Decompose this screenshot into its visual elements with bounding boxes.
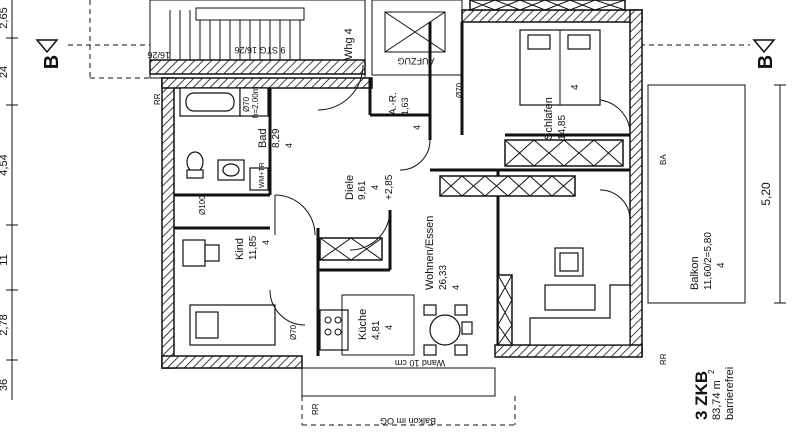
rr-left: RR [153,93,162,105]
summary-note: barrierefrei [724,367,736,420]
dim-left-3: 11 [0,254,10,265]
wm-label: WM+TR [259,162,266,188]
room-balkon: Balkon 11,60/2=5,80 4 [689,232,727,290]
section-letter-left: B [41,55,63,69]
summary-area-sup: 2 [707,369,716,374]
kids-desk [182,239,220,267]
section-letter-right: B [755,55,777,69]
wardrobe-diele [319,237,383,261]
summary-type: 3 ZKB [692,371,711,420]
room-kueche: Küche 4,81 4 Ø70 [289,309,394,340]
apartment-summary: 3 ZKB 83,74 m 2 barrierefrei [692,367,736,420]
room-bad-index: 4 [284,143,294,148]
doors [269,64,631,326]
room-ar-index: 4 [412,125,422,130]
dining-table [423,304,473,356]
room-kind-dim: Ø100 [198,195,207,215]
bottom-bay: Balkon im OG Wand 10 cm RR [301,358,516,426]
dim-left-5: 36 [0,379,10,391]
room-ar-area: 1,63 [400,97,410,115]
room-diele-index: 4 [370,185,380,190]
room-kind-area: 11,85 [248,235,259,260]
room-schlafen-index: 4 [570,84,581,90]
room-ar-name: A.-R. [388,92,399,115]
room-ar: A.-R. 1,63 4 Ø70 [388,82,464,130]
room-balkon-area: 11,60/2=5,80 [703,232,714,290]
kitchen [319,294,415,356]
ba-label: BA [659,154,668,165]
room-wohnen: Wohnen/Essen 26,33 4 [424,216,461,290]
armchair [554,247,584,277]
double-bed [519,29,601,106]
room-diele-area: 9,61 [357,180,368,200]
room-balkon-index: 4 [716,262,727,268]
wall-label: Wand 10 cm [395,358,445,368]
room-bad: Bad 8,29 4 [257,128,294,148]
room-ar-dim: Ø70 [455,82,464,98]
rr-bottom: RR [311,403,320,415]
apartment-label: Whg 4 [343,28,355,60]
room-wohnen-name: Wohnen/Essen [424,216,436,290]
dim-left-0: 2,65 [0,7,10,28]
room-bad-area: 8,29 [271,128,282,148]
wardrobe-schlafen [504,139,624,167]
balkon-og-label: Balkon im OG [380,416,436,426]
room-wohnen-index: 4 [451,285,461,290]
stairwell: 9 STG 16/26 16/26 Whg 4 [89,0,366,79]
stairs-label-2: 16/26 [147,50,170,60]
kitchen-counter [497,274,513,346]
room-kind: Kind 11,85 4 Ø100 [198,195,271,260]
shower-height: h=2,00m [251,86,260,118]
elevator-label: AUFZUG [398,56,435,66]
toilet [186,151,204,179]
outer-walls [161,9,643,369]
balcony-right: 5,20 [647,84,786,304]
room-schlafen-area: 14,85 [557,115,568,140]
washing-machine: WM+TR [249,162,269,191]
room-schlafen: Schlafen 14,85 4 [543,84,581,140]
room-diele: Diele 9,61 4 +2,85 [344,174,395,200]
dim-left-1: 24 [0,66,10,78]
room-diele-level: +2,85 [384,174,395,200]
room-bad-name: Bad [257,128,269,148]
shower: Ø70 h=2,00m [239,86,269,118]
elevator: AUFZUG [371,0,463,76]
bathtub [179,87,241,117]
room-kind-index: 4 [261,240,271,245]
room-schlafen-name: Schlafen [543,97,555,140]
dim-left-2: 4,54 [0,154,10,175]
room-wohnen-area: 26,33 [438,265,449,290]
wardrobe-wohnen [439,175,576,197]
dim-left-4: 2,78 [0,314,10,335]
dim-right-0: 5,20 [759,182,773,206]
summary-area: 83,74 m [711,380,723,420]
sofa [529,284,631,346]
wardrobe-top [469,0,626,11]
room-diele-name: Diele [344,175,356,200]
section-marker-left: B [35,39,150,69]
rr-right: RR [659,353,668,365]
kids-bed [189,304,276,346]
left-dimension-chain: 2,65 24 4,54 11 2,78 36 [0,0,18,400]
room-kind-name: Kind [234,238,246,260]
stairs-label: 9 STG 16/26 [234,45,285,55]
interior-walls [174,22,630,356]
room-kueche-index: 4 [384,325,394,330]
section-marker-right: B [640,39,777,69]
room-balkon-name: Balkon [689,256,701,290]
shower-dim: Ø70 [242,96,251,112]
room-kueche-area: 4,81 [371,320,382,340]
room-kueche-dim: Ø70 [289,324,298,340]
room-kueche-name: Küche [357,309,369,340]
sink [217,159,245,181]
